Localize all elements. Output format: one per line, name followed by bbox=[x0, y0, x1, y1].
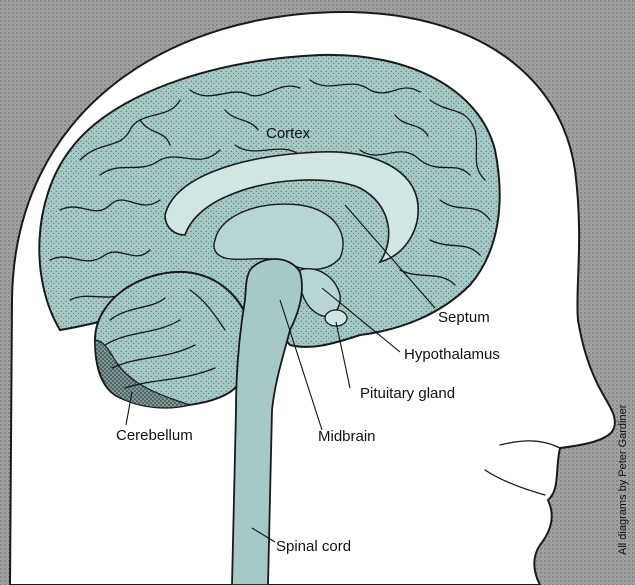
credit-text: All diagrams by Peter Gardiner bbox=[617, 404, 629, 555]
leader-lines bbox=[125, 204, 436, 543]
cerebellum-folia bbox=[104, 289, 226, 389]
label-midbrain: Midbrain bbox=[318, 428, 376, 445]
hypothalamus-leader bbox=[321, 287, 401, 353]
cerebellum-dark-lobe bbox=[94, 339, 193, 409]
gyri bbox=[49, 79, 491, 301]
label-spinal-cord: Spinal cord bbox=[276, 538, 351, 555]
septum-leader bbox=[344, 204, 436, 309]
midbrain-leader bbox=[279, 299, 323, 431]
face-detail bbox=[499, 440, 561, 449]
thalamus bbox=[213, 203, 344, 270]
label-septum: Septum bbox=[438, 309, 490, 326]
label-pituitary-gland: Pituitary gland bbox=[360, 385, 455, 402]
label-cerebellum: Cerebellum bbox=[116, 427, 193, 444]
cerebellum-leader bbox=[125, 391, 133, 426]
pituitary-gland-shape bbox=[324, 309, 348, 327]
brainstem bbox=[231, 258, 303, 585]
label-hypothalamus: Hypothalamus bbox=[404, 346, 500, 363]
pituitary-leader bbox=[335, 321, 351, 389]
label-cortex: Cortex bbox=[266, 125, 311, 142]
face-detail-2 bbox=[484, 469, 546, 496]
spinal-cord-leader bbox=[251, 527, 276, 543]
